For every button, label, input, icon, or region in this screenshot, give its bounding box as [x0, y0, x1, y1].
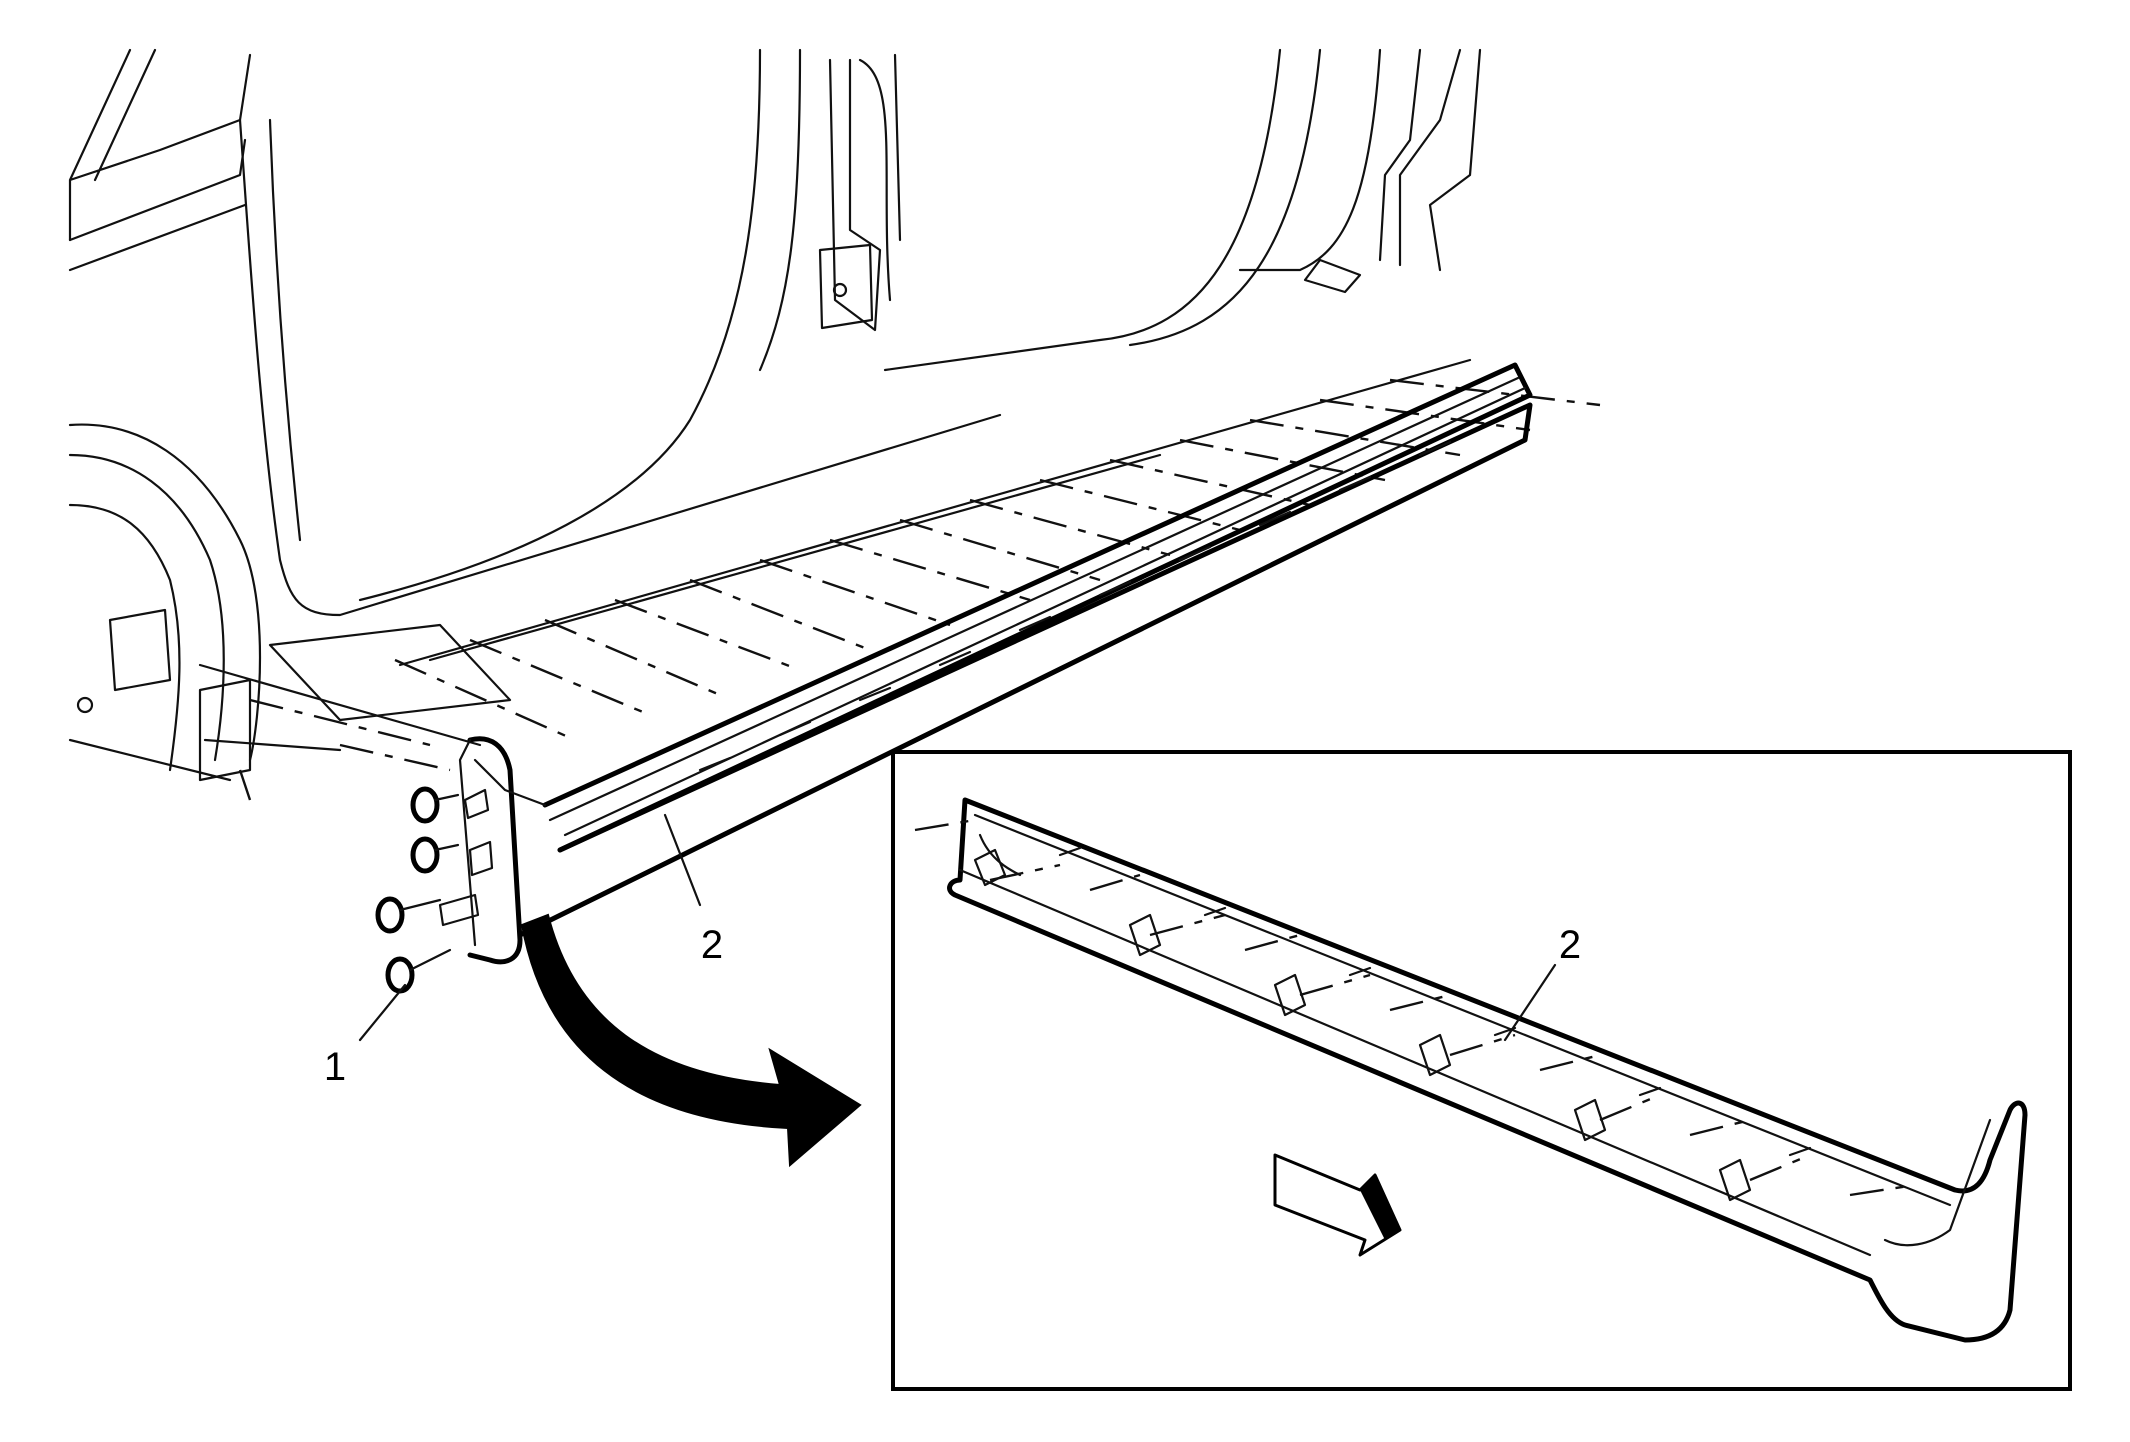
callout-2: 2 — [701, 923, 723, 967]
inset-leader-line-2 — [1503, 963, 1557, 1042]
leader-line-1 — [358, 983, 407, 1042]
fastener-3 — [375, 896, 442, 934]
inset-callout-2: 2 — [1559, 923, 1581, 967]
inset-rocker-panel — [947, 797, 2028, 1343]
inset-frame — [891, 750, 2072, 1391]
inset-alignment-lines — [914, 818, 1916, 1197]
alignment-lines — [249, 378, 1601, 747]
callout-1: 1 — [324, 1045, 346, 1089]
rocker-panel — [438, 362, 1533, 965]
fasteners — [375, 786, 460, 994]
vehicle-body — [68, 48, 1482, 801]
fastener-1 — [410, 786, 460, 824]
curved-arrow — [520, 913, 862, 1168]
direction-arrow — [1273, 1153, 1402, 1257]
fastener-2 — [410, 836, 460, 874]
detail-inset: 2 — [891, 750, 2072, 1391]
fastener-4 — [385, 948, 452, 994]
leader-line-2 — [663, 813, 702, 907]
